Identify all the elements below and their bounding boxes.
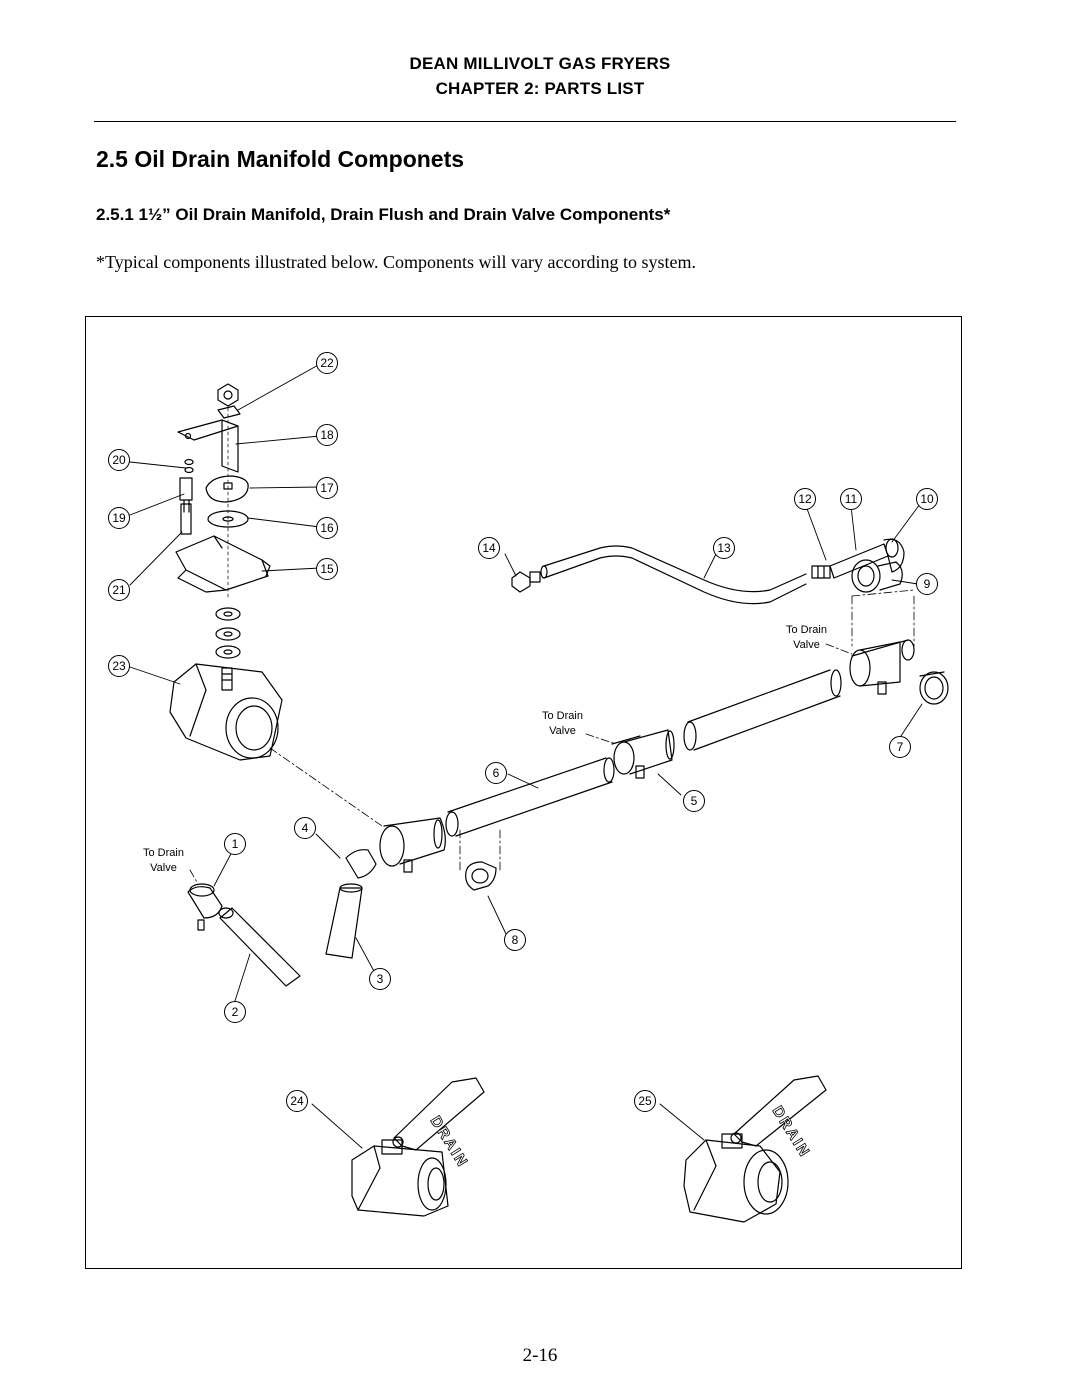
micro-switch-19 [179,477,193,535]
document-title: DEAN MILLIVOLT GAS FRYERS [409,54,671,73]
callout-23: 23 [108,655,130,677]
union-9 [851,559,903,593]
callout-17: 17 [316,477,338,499]
tee-left [379,817,446,873]
callout-16: 16 [316,517,338,539]
mounting-plate-15 [175,535,271,593]
nipple-12 [811,565,831,579]
callout-20: 20 [108,449,130,471]
tee-right [849,639,915,695]
leader-lines [129,363,923,1149]
pipe-6 [445,757,615,837]
drain-valve-25 [683,1075,827,1223]
callout-9: 9 [916,573,938,595]
elbow-10 [883,538,905,573]
washer-stack [215,607,241,659]
elbow-1 [187,883,223,931]
parts-diagram-frame [85,316,962,1269]
header-rule [94,121,956,122]
callout-22: 22 [316,352,338,374]
pipe-3 [325,883,363,959]
callout-11: 11 [840,488,862,510]
callout-8: 8 [504,929,526,951]
subsection-heading: 2.5.1 1½” Oil Drain Manifold, Drain Flus… [96,205,671,224]
callout-12: 12 [794,488,816,510]
screw-20 [184,458,194,474]
pipe-upper [683,669,842,751]
nut-22 [217,383,241,419]
pipe-2 [218,907,301,987]
callout-15: 15 [316,558,338,580]
valve-body-23 [169,663,283,761]
section-heading: 2.5 Oil Drain Manifold Componets [96,146,465,172]
callout-4: 4 [294,817,316,839]
clamp-8 [465,861,497,891]
washer-16 [207,510,249,528]
handle-text-25: DRAIN [769,1103,814,1161]
typical-components-note: *Typical components illustrated below. C… [96,252,696,272]
callout-1: 1 [224,833,246,855]
cap-7 [919,671,949,705]
callout-6: 6 [485,762,507,784]
callout-19: 19 [108,507,130,529]
fitting-14 [511,571,541,593]
page-number: 2-16 [522,1345,558,1366]
callout-21: 21 [108,579,130,601]
callout-25: 25 [634,1090,656,1112]
callout-2: 2 [224,1001,246,1023]
callout-18: 18 [316,424,338,446]
elbow-4 [345,849,377,879]
callout-13: 13 [713,537,735,559]
chapter-title: CHAPTER 2: PARTS LIST [435,79,645,98]
assembly-lines [189,589,915,885]
callout-14: 14 [478,537,500,559]
tee-5 [611,729,675,779]
callout-5: 5 [683,790,705,812]
callout-24: 24 [286,1090,308,1112]
callout-7: 7 [889,736,911,758]
flush-hose-13 [540,545,807,605]
handle-text-24: DRAIN [427,1113,472,1171]
callout-10: 10 [916,488,938,510]
drain-valve-24 [351,1077,485,1217]
cam-17 [205,475,249,503]
callout-3: 3 [369,968,391,990]
bracket-18 [177,407,239,601]
